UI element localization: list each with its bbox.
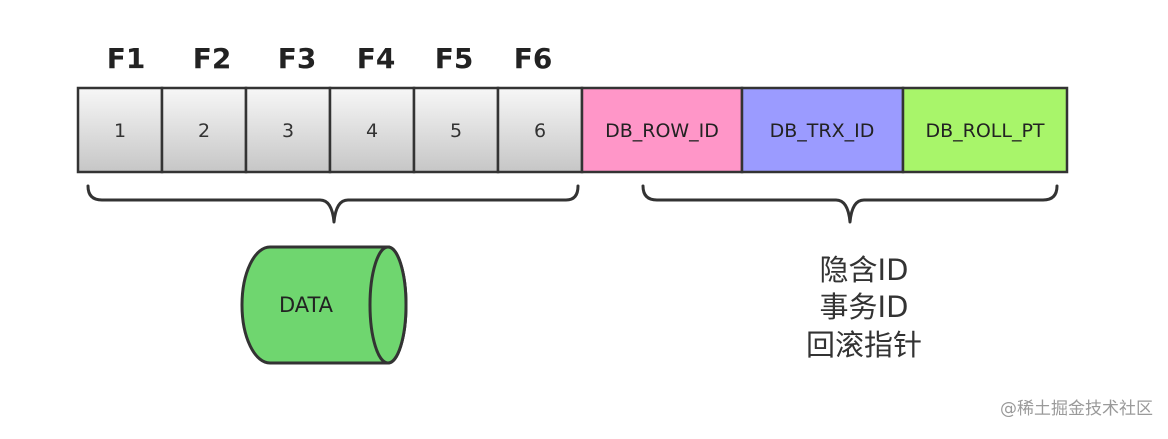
cell-value-2: 2 bbox=[198, 120, 210, 142]
cell-value-3: 3 bbox=[282, 120, 294, 142]
cell-db-row-id bbox=[580, 86, 744, 174]
label-db-trx-id: DB_TRX_ID bbox=[770, 120, 875, 142]
field-header-f3: F3 bbox=[278, 42, 317, 75]
cell-f6 bbox=[496, 86, 584, 174]
note-rollback-pointer: 回滚指针 bbox=[806, 328, 922, 362]
cell-value-4: 4 bbox=[366, 120, 378, 142]
field-header-f1: F1 bbox=[107, 42, 146, 75]
field-header-f5: F5 bbox=[435, 42, 474, 75]
data-label: DATA bbox=[279, 293, 334, 317]
cell-f2 bbox=[160, 86, 248, 174]
data-cylinder-icon: DATA bbox=[240, 245, 408, 365]
watermark: @稀土掘金技术社区 bbox=[1000, 399, 1153, 419]
field-header-f2: F2 bbox=[193, 42, 232, 75]
hidden-field-notes: 隐含ID 事务ID 回滚指针 bbox=[806, 253, 922, 362]
brace-data bbox=[86, 184, 580, 224]
cell-value-1: 1 bbox=[114, 120, 126, 142]
label-db-row-id: DB_ROW_ID bbox=[605, 120, 719, 142]
row-record: 1 2 3 4 5 6 DB_ROW_ID DB_TRX_ID DB_ROLL_… bbox=[76, 86, 1069, 174]
brace-hidden bbox=[641, 184, 1059, 224]
label-db-roll-pt: DB_ROLL_PT bbox=[925, 120, 1044, 142]
cell-value-5: 5 bbox=[450, 120, 462, 142]
field-header-f6: F6 bbox=[514, 42, 553, 75]
note-transaction-id: 事务ID bbox=[820, 290, 909, 324]
cell-f1 bbox=[76, 86, 164, 174]
field-headers: F1 F2 F3 F4 F5 F6 bbox=[107, 42, 553, 75]
cell-value-6: 6 bbox=[534, 120, 546, 142]
cell-db-roll-pt bbox=[901, 86, 1069, 174]
cell-f3 bbox=[244, 86, 332, 174]
cell-db-trx-id bbox=[740, 86, 905, 174]
note-hidden-id: 隐含ID bbox=[820, 253, 909, 287]
cell-f5 bbox=[412, 86, 500, 174]
field-header-f4: F4 bbox=[357, 42, 396, 75]
